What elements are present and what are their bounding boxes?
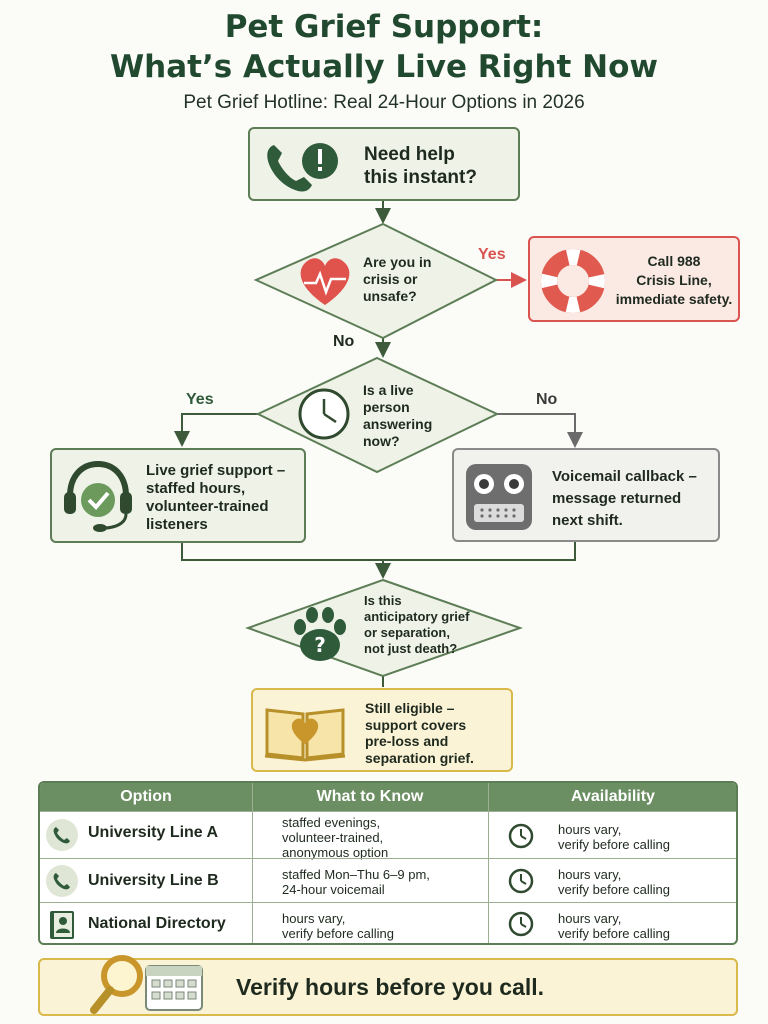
- eligible-line-2: support covers: [365, 716, 467, 733]
- table-header-option: Option: [120, 788, 172, 805]
- start-text-line-2: this instant?: [364, 167, 477, 188]
- availability-line: hours vary,: [558, 822, 622, 837]
- flowchart-canvas: ?: [174, 201, 583, 687]
- availability-line: verify before calling: [558, 837, 670, 852]
- live-support-box: Live grief support – staffed hours, volu…: [50, 448, 306, 543]
- crisis-yes-label: Yes: [478, 246, 506, 263]
- eligible-line-3: pre-loss and: [365, 733, 449, 749]
- live-yes-label: Yes: [186, 391, 214, 408]
- live-support-line-1: Live grief support –: [146, 462, 286, 479]
- know-line: staffed evenings,: [282, 815, 381, 830]
- option-name: University Line A: [88, 824, 219, 841]
- page-subtitle: Pet Grief Hotline: Real 24-Hour Options …: [183, 92, 585, 113]
- live-no-label: No: [536, 391, 558, 408]
- directory-book-icon: [48, 909, 76, 943]
- eligible-box: Still eligible – support covers pre-loss…: [251, 688, 513, 772]
- voicemail-machine-icon: [466, 464, 532, 530]
- know-line: staffed Mon–Thu 6–9 pm,: [282, 867, 430, 882]
- clock-icon: [508, 911, 534, 942]
- eligible-line-4: separation grief.: [365, 749, 474, 766]
- clock-icon: [298, 388, 350, 440]
- svg-text:?: ?: [314, 633, 326, 657]
- phone-icon: [46, 865, 78, 902]
- magnifier-calendar-icon: [90, 955, 203, 1014]
- live-decision-diamond: [255, 356, 500, 474]
- know-line: volunteer-trained,: [282, 830, 384, 845]
- crisis-action-line-3: immediate safety.: [615, 291, 733, 307]
- availability-line: hours vary,: [558, 911, 622, 926]
- heart-pulse-icon: [300, 258, 350, 305]
- options-table: Option What to Know Availability Univers…: [38, 781, 738, 945]
- merge-line: [181, 542, 576, 561]
- paw-question-icon: ?: [294, 607, 346, 661]
- crisis-action-box: Call 988 Crisis Line, immediate safety.: [528, 236, 740, 322]
- eligible-line-1: Still eligible –: [365, 700, 455, 716]
- anticipatory-question-line-4: not just death?: [364, 641, 458, 656]
- option-name: University Line B: [88, 872, 219, 889]
- know-line: hours vary,: [282, 911, 346, 926]
- arrow-live-no: [497, 413, 583, 448]
- table-divider-1: [252, 783, 253, 943]
- table-header: Option What to Know Availability: [40, 783, 736, 811]
- lifebuoy-icon: [541, 249, 605, 313]
- anticipatory-question-line-2: anticipatory grief: [364, 609, 470, 624]
- table-row: University Line A staffed evenings, volu…: [40, 811, 736, 860]
- phone-icon: [46, 819, 78, 856]
- anticipatory-question-line-3: or separation,: [364, 625, 450, 640]
- live-question-line-2: person: [363, 399, 410, 415]
- live-question-line-3: answering: [363, 416, 433, 432]
- headset-check-icon: [64, 460, 132, 532]
- verify-callout-text: Verify hours before you call.: [236, 974, 545, 1000]
- table-header-what-to-know: What to Know: [316, 788, 424, 805]
- voicemail-line-3: next shift.: [552, 512, 623, 529]
- live-question-line-1: Is a live: [363, 382, 414, 398]
- table-header-availability: Availability: [571, 788, 655, 805]
- option-name: National Directory: [88, 915, 226, 932]
- page-title-line-2: What’s Actually Live Right Now: [109, 49, 659, 85]
- voicemail-line-1: Voicemail callback –: [552, 468, 697, 485]
- crisis-action-line-2: Crisis Line,: [636, 272, 712, 288]
- start-text-line-1: Need help: [364, 144, 455, 165]
- crisis-decision-diamond: [253, 222, 499, 340]
- verify-callout: Verify hours before you call.: [38, 955, 738, 1016]
- table-divider-2: [488, 783, 489, 943]
- clock-icon: [508, 823, 534, 854]
- voicemail-line-2: message returned: [552, 490, 682, 507]
- live-support-line-4: listeners: [146, 516, 208, 533]
- availability-line: verify before calling: [558, 882, 670, 897]
- voicemail-box: Voicemail callback – message returned ne…: [452, 448, 720, 542]
- availability-line: verify before calling: [558, 926, 670, 941]
- crisis-question-line-3: unsafe?: [363, 288, 417, 304]
- know-line: verify before calling: [282, 926, 394, 941]
- live-support-line-2: staffed hours,: [146, 480, 246, 497]
- table-row: University Line B staffed Mon–Thu 6–9 pm…: [40, 858, 736, 903]
- start-box: Need help this instant?: [248, 127, 520, 201]
- page-title-line-1: Pet Grief Support:: [224, 9, 544, 45]
- crisis-question-line-2: crisis or: [363, 271, 418, 287]
- clock-icon: [508, 868, 534, 899]
- phone-alert-icon: [267, 143, 338, 192]
- open-book-heart-icon: [264, 708, 346, 762]
- availability-line: hours vary,: [558, 867, 622, 882]
- anticipatory-question-line-1: Is this: [364, 593, 402, 608]
- crisis-question-line-1: Are you in: [363, 254, 432, 270]
- know-line: 24-hour voicemail: [282, 882, 385, 897]
- know-line: anonymous option: [282, 845, 389, 860]
- crisis-action-line-1: Call 988: [647, 253, 701, 269]
- table-row: National Directory hours vary, verify be…: [40, 902, 736, 943]
- crisis-no-label: No: [333, 333, 355, 350]
- live-support-line-3: volunteer-trained: [146, 498, 269, 515]
- live-question-line-4: now?: [363, 433, 400, 449]
- arrow-live-yes: [174, 413, 258, 447]
